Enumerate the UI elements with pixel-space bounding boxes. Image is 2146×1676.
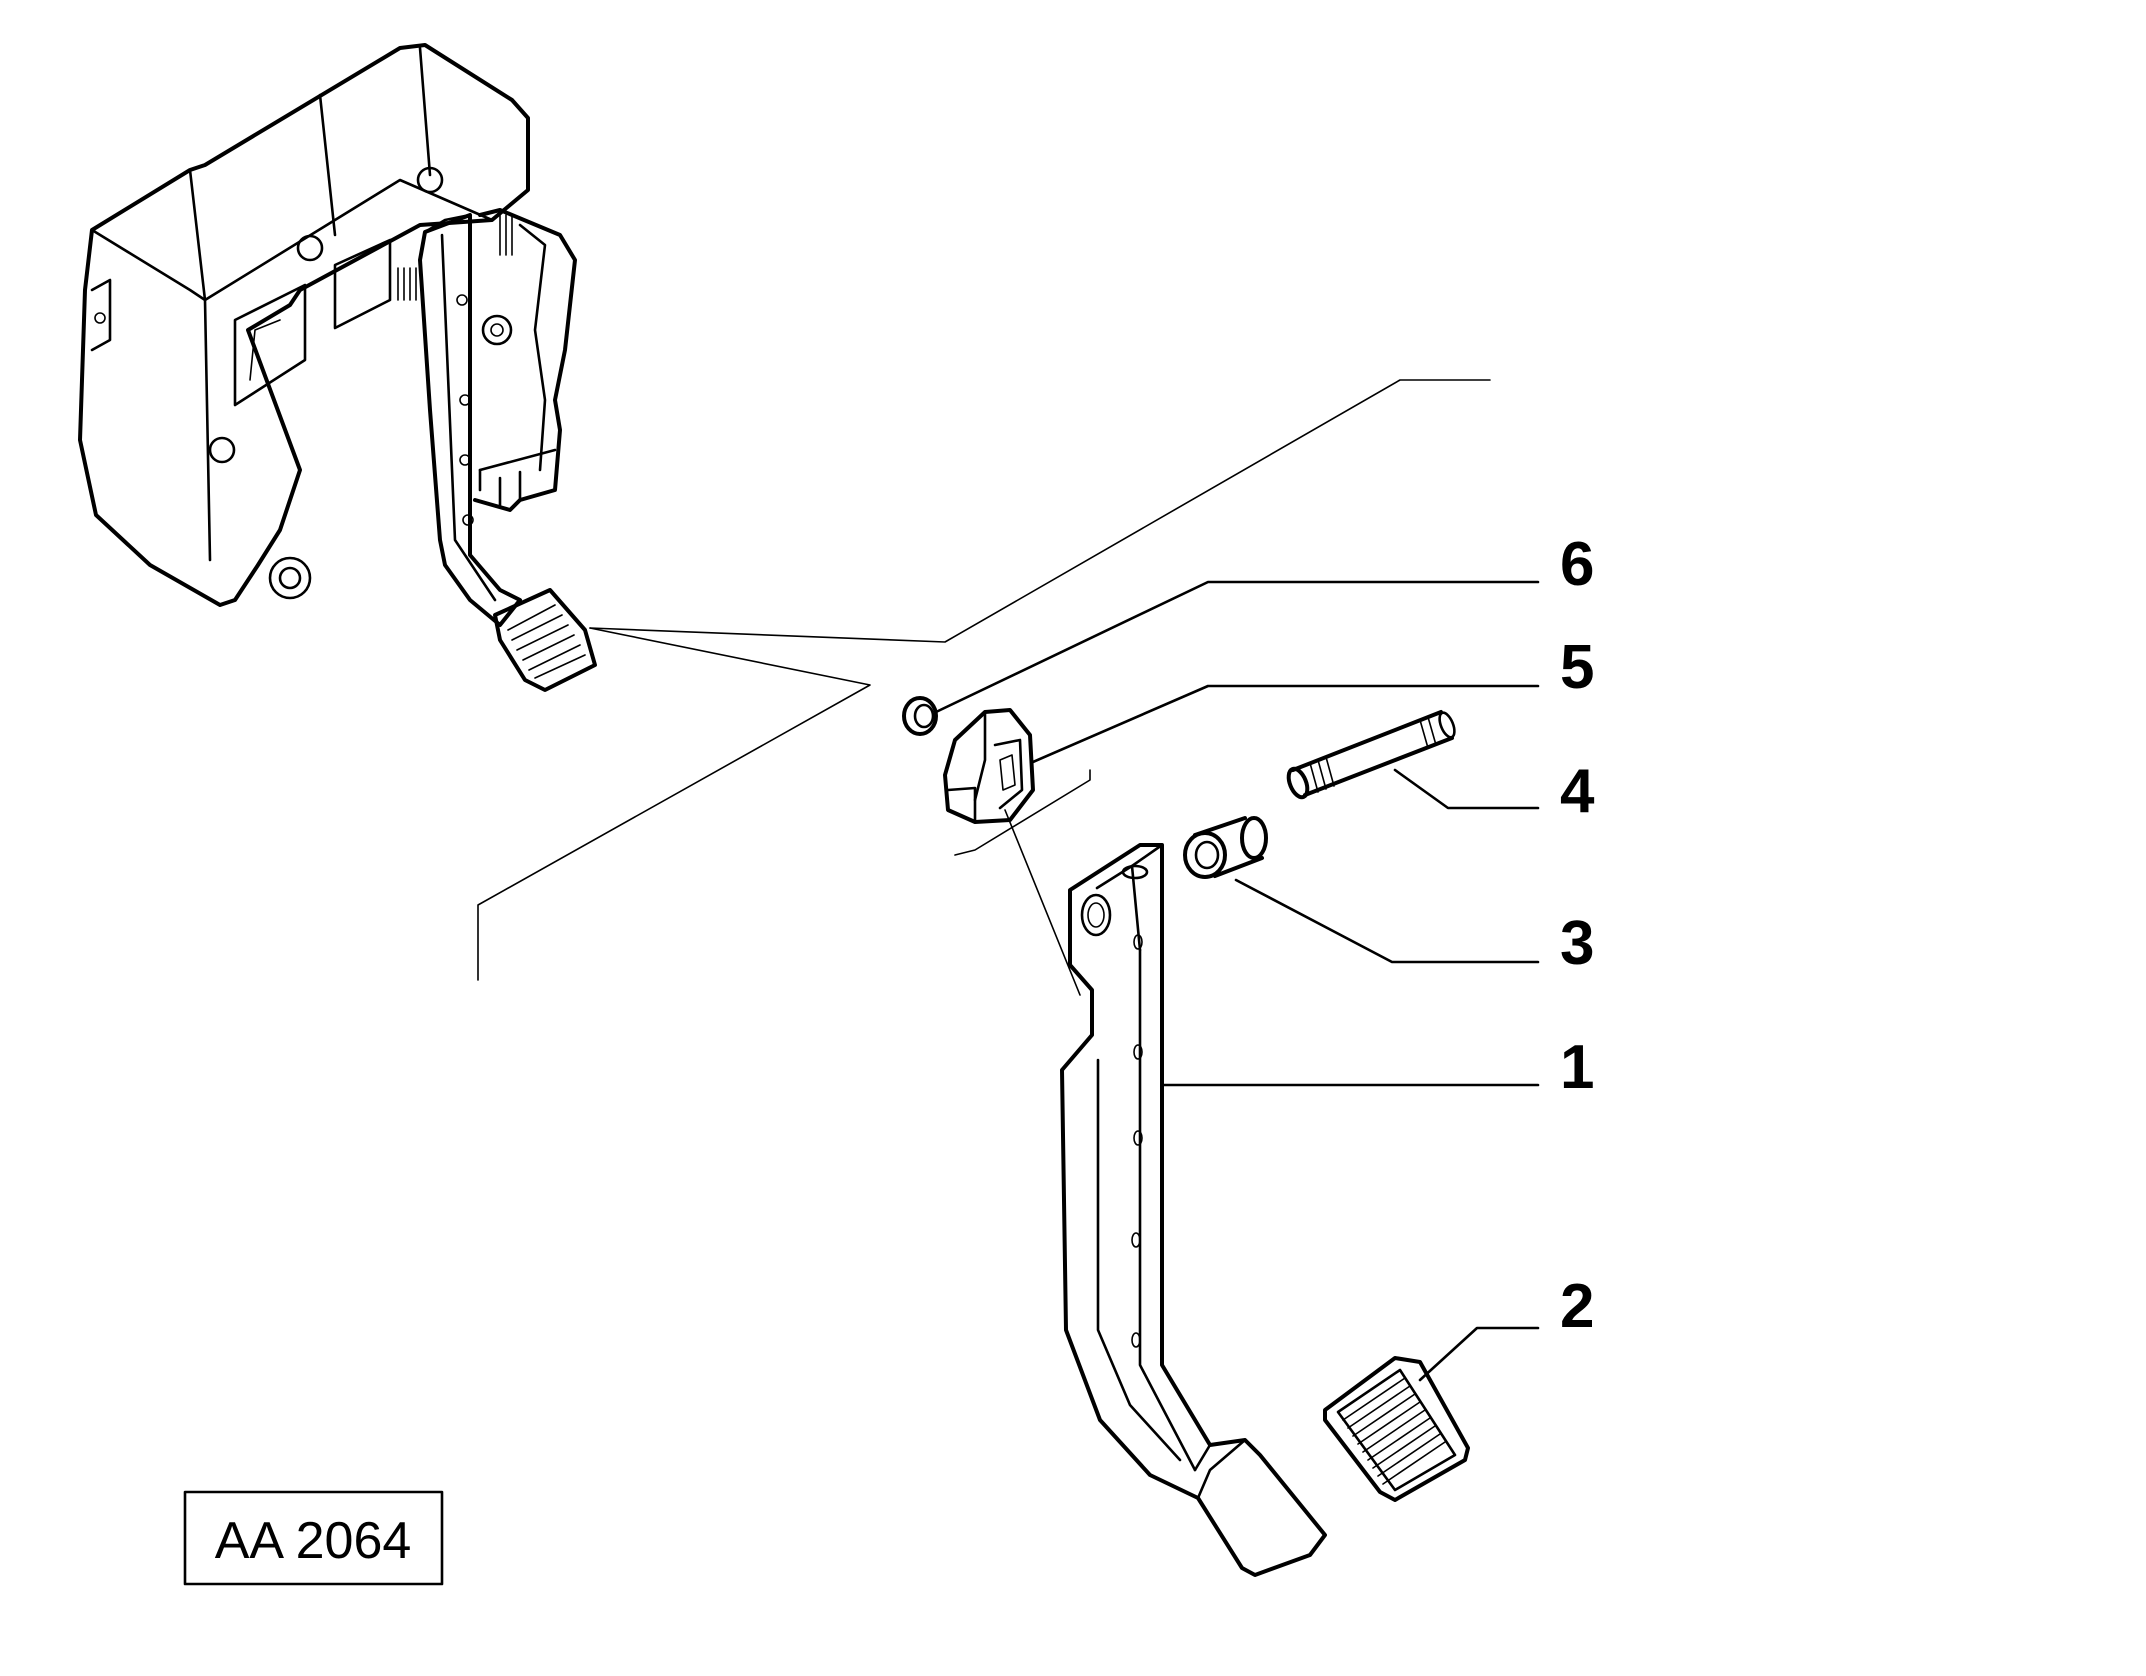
- reference-code: AA 2064: [215, 1512, 412, 1570]
- detail-leader-lines: [477, 379, 1491, 981]
- part-3-bushing: [1183, 816, 1268, 879]
- part-2-pedal-pad: [1323, 1356, 1470, 1502]
- part-4-pin: [1286, 710, 1456, 800]
- callout-leaders: [934, 580, 1540, 1382]
- leader-6: [934, 580, 1540, 714]
- callout-3: 3: [1560, 909, 1594, 978]
- callout-4: 4: [1560, 757, 1595, 826]
- leader-4: [1393, 768, 1540, 810]
- part-6-ring: [902, 696, 938, 736]
- part-1-pedal-arm: [1060, 843, 1327, 1577]
- pedal-box-assembly: [78, 43, 597, 692]
- callout-2: 2: [1560, 1272, 1594, 1341]
- leader-5: [1031, 684, 1540, 764]
- callout-6: 6: [1560, 530, 1594, 599]
- reference-code-box: AA 2064: [183, 1490, 444, 1586]
- leader-3: [1234, 878, 1540, 964]
- assembly-guide-lines: [954, 769, 1091, 996]
- ribbed-panel: [397, 214, 513, 301]
- part-5-bracket: [943, 708, 1035, 824]
- leader-2: [1418, 1326, 1540, 1382]
- callout-5: 5: [1560, 633, 1594, 702]
- callout-1: 1: [1560, 1033, 1594, 1102]
- callout-numbers: 6 5 4 3 1 2: [1560, 530, 1595, 1341]
